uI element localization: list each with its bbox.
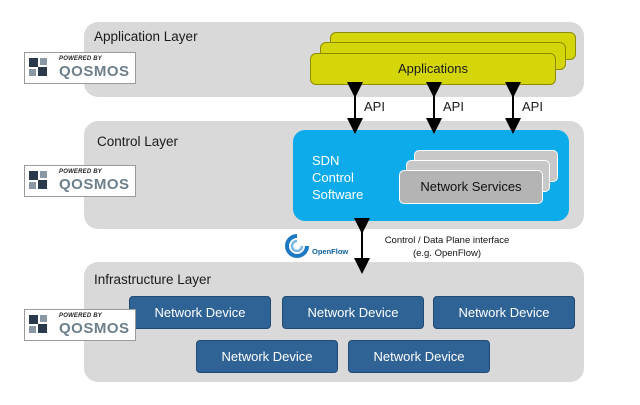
qosmos-powered-by: POWERED BY [59,56,103,62]
sdn-line-1: SDN [312,153,340,168]
infrastructure-layer-title: Infrastructure Layer [94,272,212,287]
api-label-2: API [443,99,464,114]
sdn-line-3: Software [312,187,364,202]
qosmos-logo-mark [29,315,47,333]
network-device: Network Device [129,296,271,329]
qosmos-brand: QOSMOS [59,63,130,80]
qosmos-brand: QOSMOS [59,176,130,193]
openflow-icon [285,234,309,258]
application-layer-title: Application Layer [94,29,198,44]
network-services-label: Network Services [420,179,522,194]
sdn-control-software-label: SDN Control Software [312,152,363,203]
interface-line-2: (e.g. OpenFlow) [412,248,482,259]
sdn-line-2: Control [312,170,354,185]
qosmos-logo: POWERED BY QOSMOS [24,52,136,84]
qosmos-logo-mark [29,58,47,76]
applications-card: Applications [310,53,556,85]
network-device: Network Device [282,296,424,329]
qosmos-logo: POWERED BY QOSMOS [24,165,136,197]
api-label-3: API [522,99,543,114]
interface-line-1: Control / Data Plane interface [384,235,510,246]
openflow-logo-text: OpenFlow [312,247,349,256]
network-device: Network Device [196,340,338,373]
qosmos-logo-mark [29,171,47,189]
api-label-1: API [364,99,385,114]
qosmos-brand: QOSMOS [59,320,130,337]
interface-label: Control / Data Plane interface (e.g. Ope… [368,234,526,260]
network-device: Network Device [433,296,575,329]
applications-label: Applications [397,61,469,76]
qosmos-logo: POWERED BY QOSMOS [24,309,136,341]
openflow-logo: OpenFlow [284,233,354,259]
network-services-card: Network Services [399,170,543,204]
network-device: Network Device [348,340,490,373]
control-layer-title: Control Layer [97,134,179,149]
qosmos-powered-by: POWERED BY [59,313,103,319]
qosmos-powered-by: POWERED BY [59,169,103,175]
